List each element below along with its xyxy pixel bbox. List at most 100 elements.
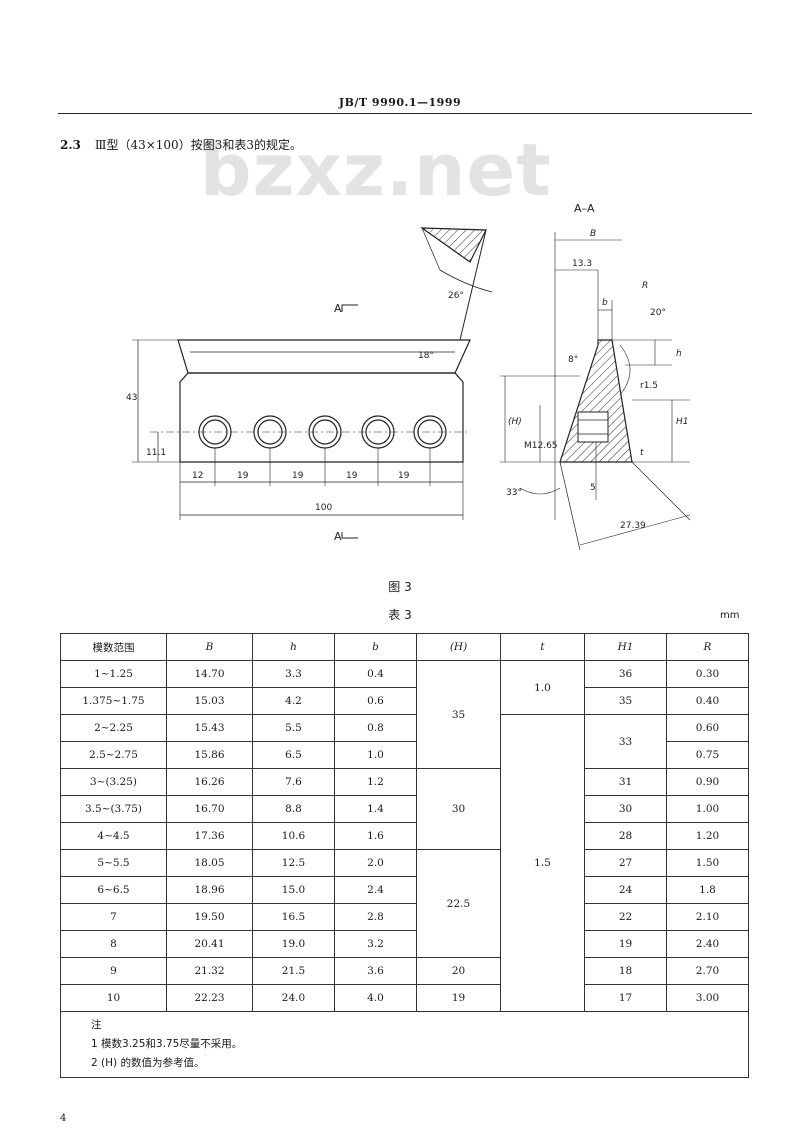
table-row: 4~4.5 17.36 10.6 1.6 28 1.20 (60, 822, 749, 850)
dim-13-3: 13.3 (572, 259, 592, 269)
table-3: 模数范围 B h b (H) t H1 R 1~1.25 14.70 3.3 0… (60, 633, 749, 1078)
table-row: 3~(3.25) 16.26 7.6 1.2 30 31 0.90 (60, 768, 749, 850)
section-arrow-label-bottom: A (334, 530, 342, 543)
cell-t: 1.5 (500, 714, 585, 1012)
cell-H1: 31 (584, 768, 667, 796)
cell-h: 6.5 (252, 741, 335, 769)
dim-t: t (640, 448, 644, 458)
cell-B: 17.36 (166, 822, 253, 850)
dim-pitch-4: 19 (346, 471, 358, 481)
cell-H: 19 (416, 984, 501, 1012)
cell-module: 8 (60, 930, 167, 958)
table-row: 5~5.5 18.05 12.5 2.0 22.5 27 1.50 (60, 849, 749, 958)
col-header-module: 模数范围 (60, 633, 167, 661)
cell-H1: 36 (584, 660, 667, 688)
note-2: 2 (H) 的数值为参考值。 (91, 1057, 205, 1069)
cell-module: 10 (60, 984, 167, 1012)
dim-angle-top: 26° (448, 291, 464, 301)
cell-h: 4.2 (252, 687, 335, 715)
cell-b: 3.2 (334, 930, 417, 958)
cell-R: 0.60 (666, 714, 749, 742)
cell-H: 22.5 (416, 849, 501, 958)
plate-slope (177, 339, 471, 374)
cell-b: 0.4 (334, 660, 417, 688)
table-row: 1.375~1.75 15.03 4.2 0.6 35 0.40 (60, 687, 749, 715)
dim-R: R (642, 281, 648, 291)
cell-module: 4~4.5 (60, 822, 167, 850)
col-header-h: h (252, 633, 335, 661)
cell-B: 14.70 (166, 660, 253, 688)
table-row: 7 19.50 16.5 2.8 22 2.10 (60, 903, 749, 931)
dim-pitch-3: 19 (292, 471, 304, 481)
cell-R: 1.50 (666, 849, 749, 877)
table-header-row: 模数范围 B h b (H) t H1 R (60, 633, 749, 661)
cell-b: 3.6 (334, 957, 417, 985)
dim-27-39: 27.39 (620, 521, 646, 531)
cell-h: 24.0 (252, 984, 335, 1012)
table-row: 1~1.25 14.70 3.3 0.4 35 1.0 36 0.30 (60, 660, 749, 769)
cell-B: 16.70 (166, 795, 253, 823)
table-row: 8 20.41 19.0 3.2 19 2.40 (60, 930, 749, 958)
cell-H: 20 (416, 957, 501, 985)
cell-H1: 19 (584, 930, 667, 958)
clause-number: 2.3 (60, 138, 81, 152)
tooth-profile (420, 227, 487, 263)
cell-H1: 24 (584, 876, 667, 904)
table-row: 10 22.23 24.0 4.0 19 17 3.00 (60, 984, 749, 1012)
dim-pitch-5: 19 (398, 471, 410, 481)
note-1: 1 模数3.25和3.75尽量不采用。 (91, 1038, 243, 1050)
cell-R: 0.40 (666, 687, 749, 715)
cell-R: 1.00 (666, 795, 749, 823)
dim-angle-side: 18° (418, 351, 434, 361)
cell-t: 1.0 (500, 660, 585, 715)
dim-thread: M12.65 (524, 441, 558, 451)
cell-H1: 18 (584, 957, 667, 985)
cell-b: 4.0 (334, 984, 417, 1012)
technical-drawing: A A A–A 26° 18° 43 11.1 12 19 19 19 19 1… (126, 202, 691, 551)
notes-title: 注 (91, 1019, 102, 1031)
clause: 2.3 Ⅲ型（43×100）按图3和表3的规定。 (60, 136, 302, 153)
cell-module: 6~6.5 (60, 876, 167, 904)
dim-pitch-2: 19 (237, 471, 249, 481)
dim-length: 100 (315, 503, 332, 513)
section-label: A–A (574, 202, 595, 215)
figure-caption: 图 3 (388, 580, 412, 594)
clause-text: Ⅲ型（43×100）按图3和表3的规定。 (94, 138, 302, 152)
dim-B: B (590, 229, 596, 239)
cell-R: 2.70 (666, 957, 749, 985)
cell-B: 15.03 (166, 687, 253, 715)
cell-B: 15.86 (166, 741, 253, 769)
cell-h: 5.5 (252, 714, 335, 742)
cell-h: 21.5 (252, 957, 335, 985)
cell-module: 3~(3.25) (60, 768, 167, 796)
dim-pitch-1: 12 (192, 471, 203, 481)
cell-B: 15.43 (166, 714, 253, 742)
cell-H1: 22 (584, 903, 667, 931)
dim-H1: H1 (676, 417, 689, 427)
table-row: 3.5~(3.75) 16.70 8.8 1.4 30 1.00 (60, 795, 749, 823)
cell-R: 1.20 (666, 822, 749, 850)
cell-b: 2.0 (334, 849, 417, 877)
cell-b: 1.0 (334, 741, 417, 769)
cell-h: 16.5 (252, 903, 335, 931)
cell-H1: 17 (584, 984, 667, 1012)
cell-H: 30 (416, 768, 501, 850)
cell-h: 12.5 (252, 849, 335, 877)
cell-H: 35 (416, 660, 501, 769)
cell-B: 22.23 (166, 984, 253, 1012)
table-caption: 表 3 (388, 608, 412, 622)
cell-H1: 28 (584, 822, 667, 850)
cell-module: 2~2.25 (60, 714, 167, 742)
cell-h: 7.6 (252, 768, 335, 796)
dim-5: 5 (590, 483, 596, 493)
col-header-H1: H1 (584, 633, 667, 661)
cell-b: 1.4 (334, 795, 417, 823)
cell-module: 9 (60, 957, 167, 985)
cell-module: 1.375~1.75 (60, 687, 167, 715)
col-header-b: b (334, 633, 417, 661)
col-header-H: (H) (416, 633, 501, 661)
page-number: 4 (60, 1113, 67, 1124)
cell-B: 21.32 (166, 957, 253, 985)
dim-angle-8: 8° (568, 355, 578, 365)
col-header-R: R (666, 633, 749, 661)
